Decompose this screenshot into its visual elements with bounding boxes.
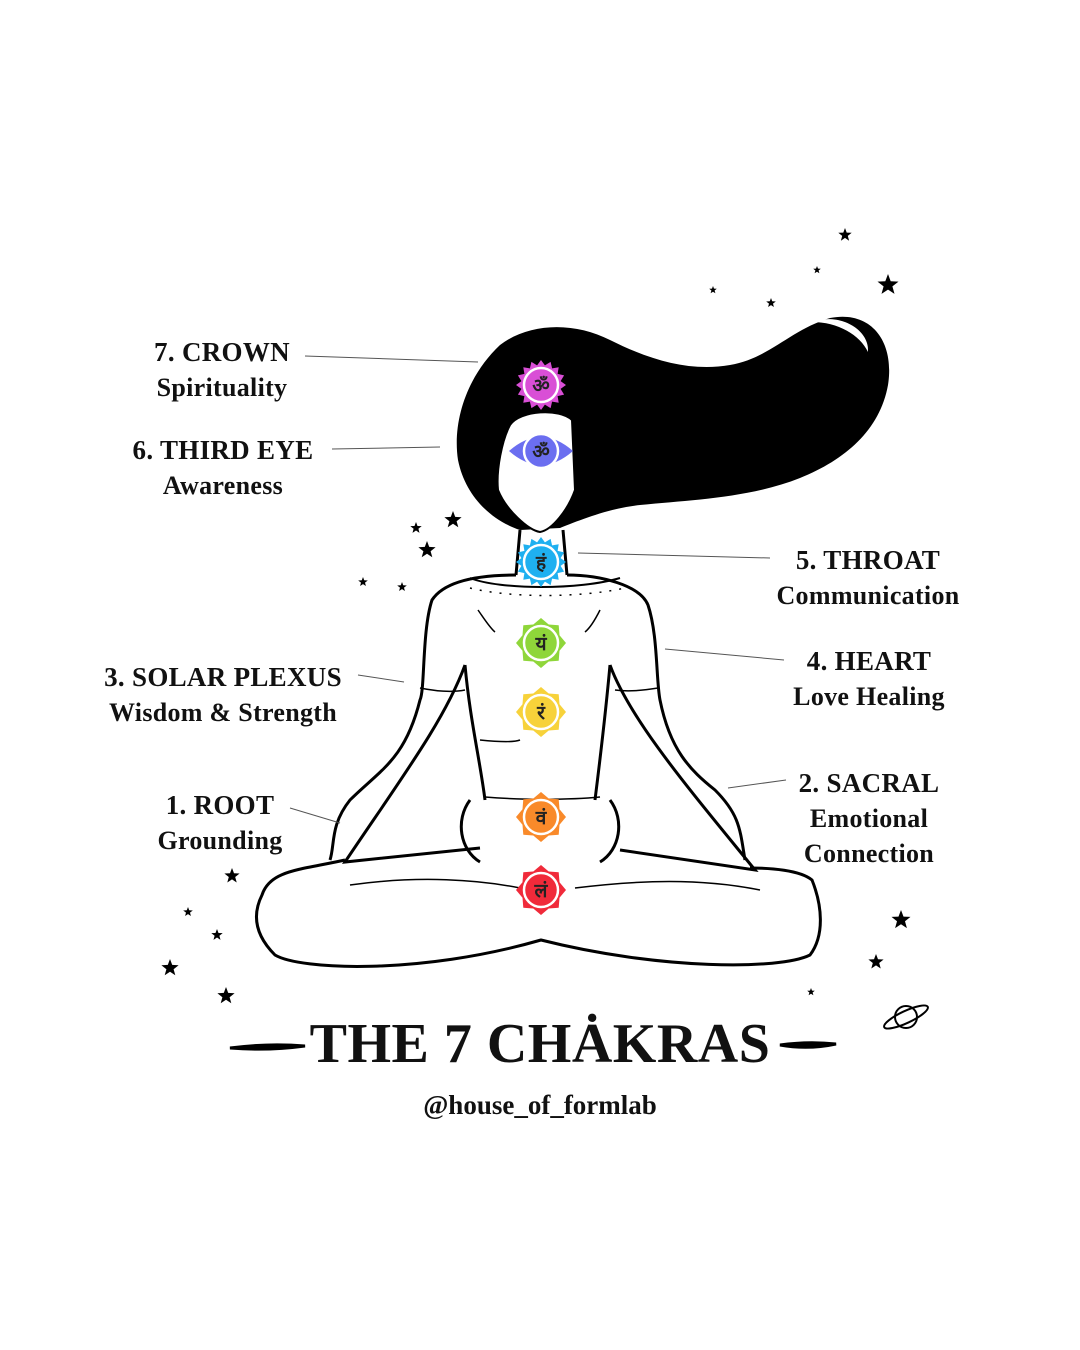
chakra-meaning: Awareness: [162, 471, 284, 500]
chakra-symbol-third-eye: ॐ: [509, 432, 573, 470]
chakra-seed-syllable: ॐ: [532, 441, 549, 463]
star-icon: [217, 987, 235, 1004]
chakra-seed-syllable: हं: [535, 552, 547, 574]
star-icon: [224, 868, 240, 883]
chakra-meaning-line2: Connection: [803, 839, 935, 868]
chakra-number: 2. SACRAL: [798, 768, 940, 798]
star-icon: [709, 286, 717, 294]
chakra-number: 6. THIRD EYE: [132, 435, 314, 465]
social-handle: @house_of_formlab: [423, 1090, 657, 1120]
star-icon: [891, 910, 911, 929]
chakra-number: 3. SOLAR PLEXUS: [104, 662, 342, 692]
planet-icon: [883, 1004, 929, 1030]
chakra-symbol-crown: ॐ: [516, 360, 566, 410]
chakra-seed-syllable: यं: [534, 633, 547, 655]
star-icon: [161, 959, 179, 976]
chakra-symbol-sacral: वं: [516, 792, 566, 842]
leader-lines: [289, 355, 787, 824]
page-title: THE 7 CHȦKRAS: [309, 1013, 771, 1075]
chakra-seed-syllable: वं: [535, 807, 548, 829]
label-crown: 7. CROWN Spirituality: [154, 335, 290, 405]
star-icon: [807, 988, 815, 996]
chakra-symbol-root: लं: [516, 865, 566, 915]
star-icon: [397, 582, 407, 591]
chakra-number: 7. CROWN: [154, 337, 290, 367]
star-icon: [211, 929, 223, 940]
star-icon: [838, 228, 852, 241]
label-throat: 5. THROAT Communication: [776, 543, 959, 613]
chakra-seed-syllable: रं: [536, 702, 546, 724]
label-root: 1. ROOT Grounding: [157, 788, 282, 858]
chakra-symbol-solar-plexus: रं: [516, 687, 566, 737]
chakra-meaning: Spirituality: [156, 373, 288, 402]
chakra-meaning: Grounding: [157, 826, 283, 855]
chakra-seed-syllable: ॐ: [532, 375, 549, 397]
label-heart: 4. HEART Love Healing: [793, 644, 945, 714]
star-icon: [813, 266, 821, 274]
chakra-number: 5. THROAT: [795, 545, 941, 575]
body-outline: [254, 573, 822, 968]
chakra-symbol-throat: हं: [516, 537, 566, 587]
label-solar-plexus: 3. SOLAR PLEXUS Wisdom & Strength: [104, 660, 342, 730]
star-icon: [183, 907, 193, 916]
star-icon: [418, 541, 436, 558]
chakra-meaning: Wisdom & Strength: [108, 698, 338, 727]
star-icon: [877, 274, 899, 294]
chakra-meaning: Communication: [776, 581, 960, 610]
star-icon: [358, 577, 368, 586]
star-icon: [766, 298, 776, 307]
chakra-meaning: Emotional: [809, 804, 929, 833]
chakra-number: 1. ROOT: [165, 790, 275, 820]
chakra-number: 4. HEART: [806, 646, 932, 676]
star-icon: [444, 511, 462, 528]
chakra-seed-syllable: लं: [534, 880, 549, 902]
chakra-meaning: Love Healing: [793, 682, 945, 711]
chakra-symbol-heart: यं: [516, 618, 566, 668]
star-icon: [868, 954, 884, 969]
label-third-eye: 6. THIRD EYE Awareness: [133, 433, 314, 503]
star-icon: [410, 522, 422, 533]
